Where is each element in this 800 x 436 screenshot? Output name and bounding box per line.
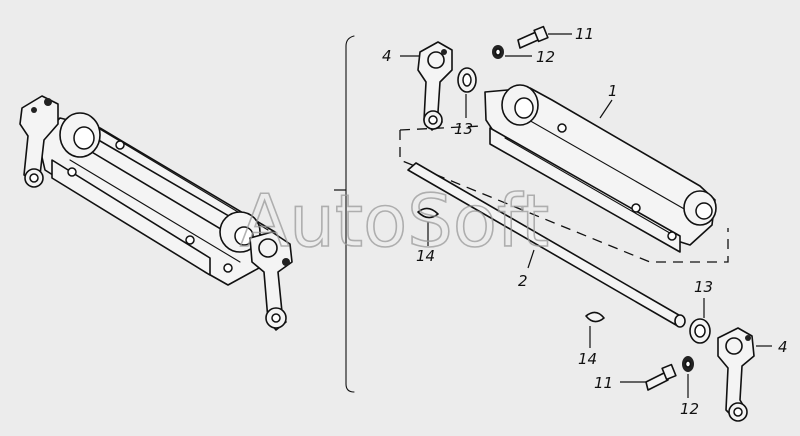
assembled-rocker-shaft: [19, 95, 293, 331]
callout-12-lower: 12: [680, 400, 699, 418]
bolt-upper: [517, 25, 549, 49]
left-rocker-arm: [19, 95, 59, 188]
callout-12-upper: 12: [536, 48, 555, 66]
callout-11-upper: 11: [575, 25, 594, 43]
callout-4-lower: 4: [778, 338, 788, 356]
callout-4-upper: 4: [382, 47, 392, 65]
assembled-housing-base: [51, 159, 211, 276]
callout-2: 2: [518, 272, 528, 290]
callout-11-lower: 11: [594, 374, 613, 392]
callout-13-lower: 13: [694, 278, 713, 296]
callout-1: 1: [608, 82, 618, 100]
phantom-outline: [399, 130, 729, 263]
watermark: AutoSoft: [240, 179, 549, 263]
right-rocker-arm: [249, 231, 293, 331]
callout-14-upper: 14: [416, 247, 435, 265]
upper-rocker-arm: [417, 41, 453, 131]
callout-13-upper: 13: [454, 120, 473, 138]
bolt-lower: [645, 363, 677, 391]
key-part-lower: [585, 311, 605, 323]
lower-rocker-arm: [717, 327, 755, 422]
exploded-housing: [484, 84, 717, 253]
callout-14-lower: 14: [578, 350, 597, 368]
exploded-housing-base: [489, 127, 681, 253]
key-part-upper: [417, 207, 439, 219]
leader-lines: [400, 33, 772, 398]
group-bracket: [345, 35, 355, 393]
